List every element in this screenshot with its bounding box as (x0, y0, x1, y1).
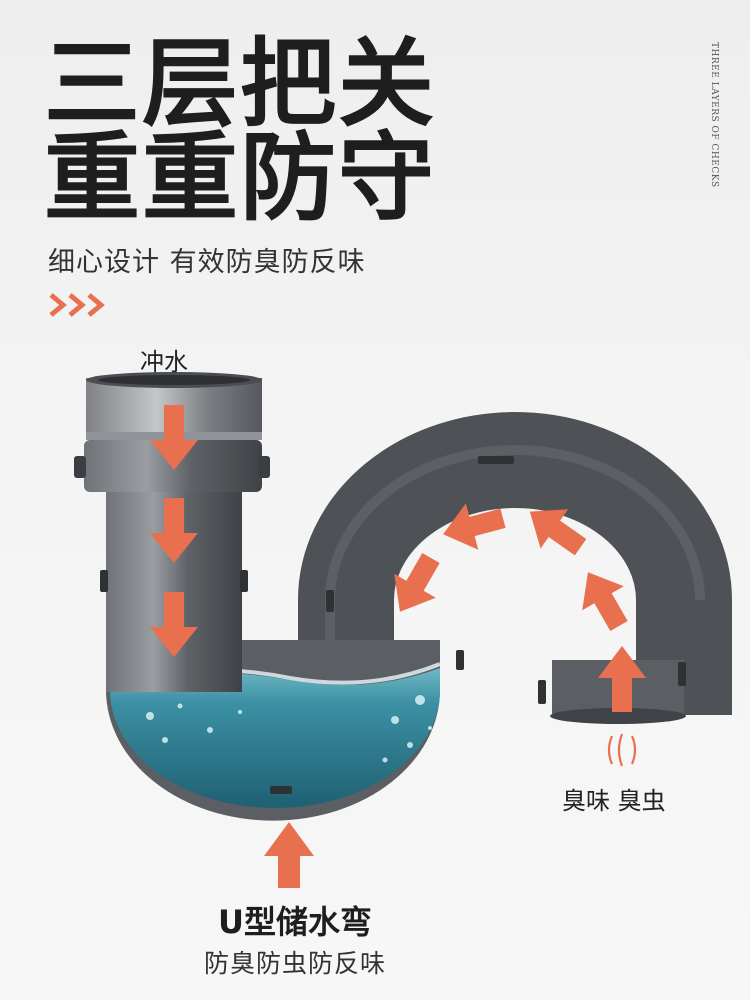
u-trap-subtitle: 防臭防虫防反味 (203, 949, 386, 978)
odor-insects-label: 臭味 臭虫 (562, 787, 666, 815)
subtitle: 细心设计 有效防臭防反味 (48, 247, 366, 278)
p-trap-pipe-illustration (74, 372, 732, 888)
title-line-1: 三层把关 (44, 28, 436, 140)
chevron-arrows-icon (49, 293, 105, 317)
u-trap-title: U型储水弯 (218, 903, 372, 941)
flush-label: 冲水 (140, 348, 188, 376)
vertical-english-caption: THREE LAYERS OF CHECKS (709, 42, 719, 188)
title-line-2: 重重防守 (44, 122, 436, 234)
